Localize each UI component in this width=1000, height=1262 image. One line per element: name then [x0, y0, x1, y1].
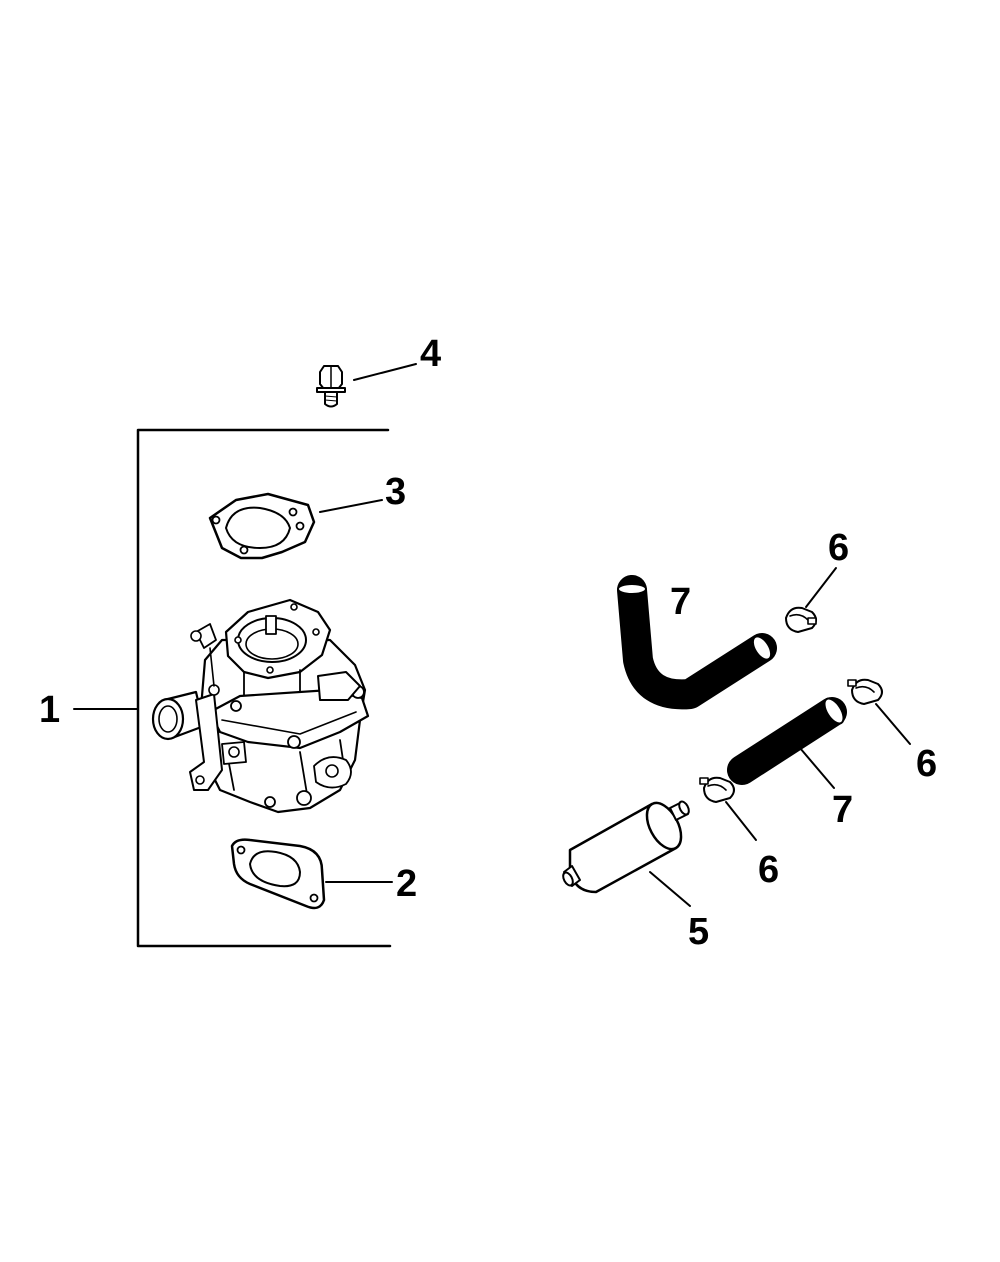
- hose-clamp-right: [847, 678, 911, 745]
- callout-3: 3: [385, 471, 406, 513]
- callout-4: 4: [420, 333, 441, 375]
- assembly-bracket: [73, 428, 392, 948]
- leader-line-4: [353, 363, 417, 381]
- bolt: [316, 363, 417, 408]
- callout-7-lower: 7: [832, 789, 853, 831]
- carburetor: [151, 598, 370, 814]
- leader-line-6b: [875, 703, 911, 745]
- leader-line-6c: [725, 801, 757, 841]
- leader-line-5: [649, 871, 691, 907]
- leader-line-7b: [799, 747, 835, 789]
- base-gasket: [230, 838, 393, 910]
- hose-clamp-top: [785, 567, 837, 633]
- top-gasket: [208, 492, 383, 560]
- leader-line-3: [319, 499, 383, 513]
- callout-6-lower: 6: [758, 849, 779, 891]
- callout-5: 5: [688, 911, 709, 953]
- callout-6-right: 6: [916, 743, 937, 785]
- fuel-filter: [562, 800, 691, 907]
- hose-clamp-lower: [699, 776, 757, 841]
- callout-1: 1: [39, 689, 60, 731]
- straight-hose: [727, 697, 847, 789]
- callout-6-top: 6: [828, 527, 849, 569]
- callout-7-upper: 7: [670, 581, 691, 623]
- leader-line-6a: [805, 567, 837, 608]
- bent-hose: [617, 575, 777, 710]
- callout-2: 2: [396, 863, 417, 905]
